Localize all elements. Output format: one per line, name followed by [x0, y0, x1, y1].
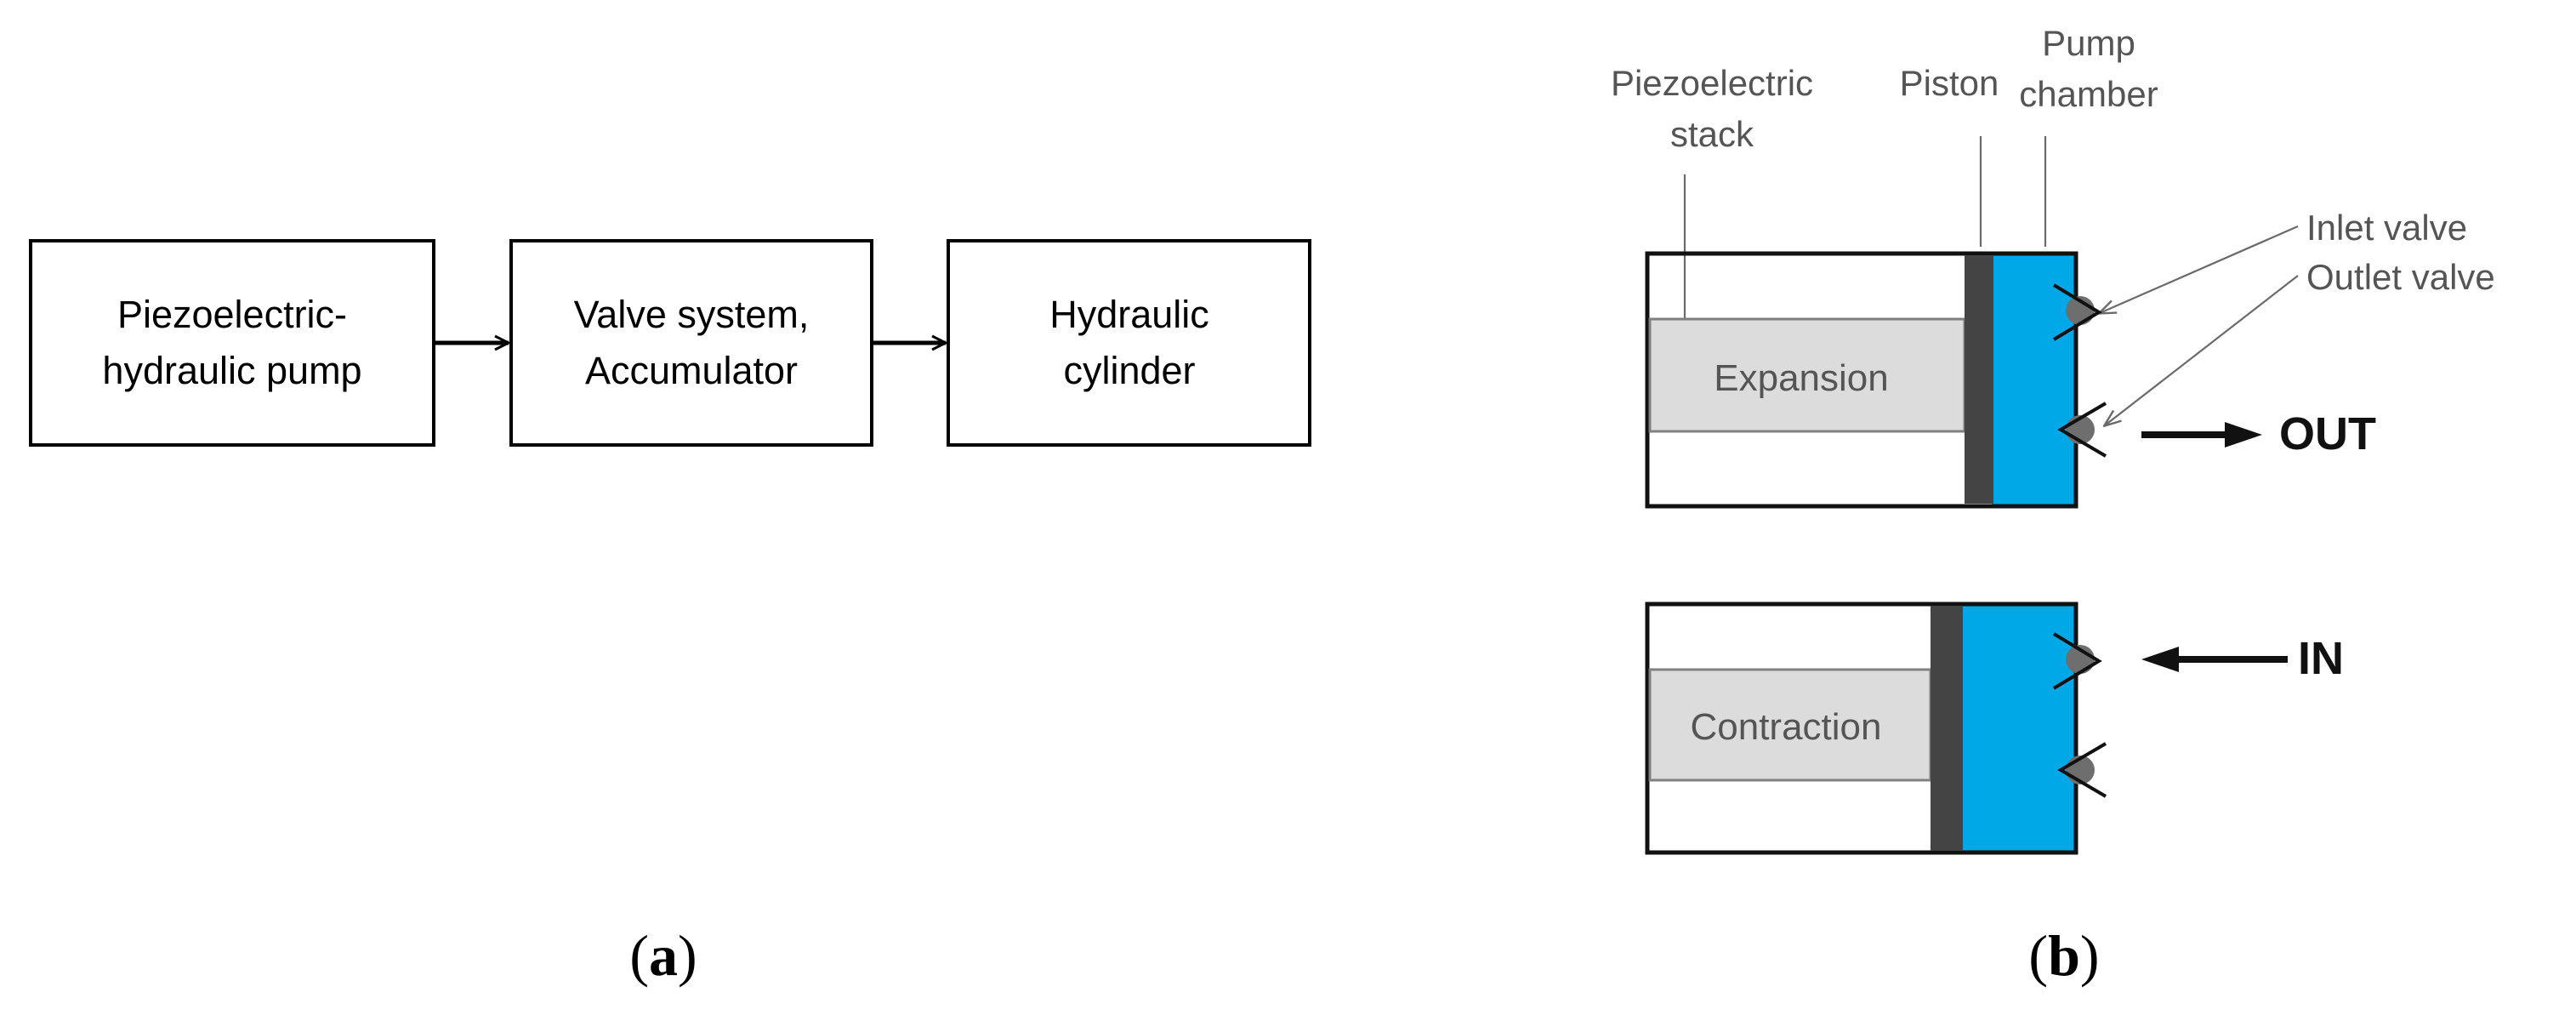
box-valve-system-line2: Accumulator: [585, 349, 798, 392]
contraction-label: Contraction: [1690, 706, 1881, 748]
expansion-outlet-valve: [2057, 402, 2107, 458]
contraction-outlet-valve: [2057, 742, 2107, 798]
contraction-piston: [1931, 606, 1963, 851]
valve-seat: [2057, 402, 2107, 458]
valve-seat: [2057, 742, 2107, 798]
label-pump-chamber-line1: Pump: [2042, 23, 2135, 63]
leader-inlet-valve: [2100, 225, 2299, 313]
valve-seat: [2052, 283, 2102, 341]
panel-a-block-diagram: Piezoelectric- hydraulic pump Valve syst…: [29, 239, 1311, 988]
label-piston: Piston: [1900, 63, 1999, 103]
label-piezoelectric-stack-line2: stack: [1670, 114, 1754, 154]
label-inlet-valve: Inlet valve: [2306, 208, 2467, 248]
contraction-housing: [1645, 602, 2078, 855]
contraction-inlet-valve: [2052, 632, 2102, 690]
box-valve-system: [509, 239, 873, 447]
expansion-housing: [1645, 251, 2078, 509]
box-hydraulic-cylinder-line1: Hydraulic: [1049, 293, 1209, 336]
panel-b-pump-schematic: Piezoelectric stack Piston Pump chamber …: [1611, 23, 2495, 988]
box-valve-system-line1: Valve system,: [574, 293, 810, 336]
valve-seat: [2052, 632, 2102, 690]
out-label: OUT: [2279, 408, 2376, 459]
expansion-unit: Expansion: [1645, 251, 2107, 509]
caption-a: (a): [629, 923, 697, 988]
contraction-unit: Contraction: [1645, 602, 2107, 855]
box-piezo-pump: [29, 239, 435, 447]
caption-b: (b): [2028, 923, 2099, 988]
label-outlet-valve: Outlet valve: [2306, 257, 2495, 297]
box-hydraulic-cylinder: [947, 239, 1311, 447]
in-arrowhead: [2141, 647, 2179, 672]
label-piezoelectric-stack-line1: Piezoelectric: [1611, 63, 1813, 103]
expansion-inlet-valve: [2052, 283, 2102, 341]
contraction-chamber: [1963, 604, 2076, 852]
box-piezo-pump-line1: Piezoelectric-: [117, 293, 347, 336]
out-arrowhead: [2225, 422, 2262, 448]
expansion-label: Expansion: [1714, 357, 1888, 399]
box-piezo-pump-line2: hydraulic pump: [102, 349, 361, 392]
contraction-stack: [1648, 668, 1932, 782]
box-hydraulic-cylinder-line2: cylinder: [1063, 349, 1195, 392]
expansion-piston: [1965, 255, 1993, 504]
leader-outlet-valve: [2105, 275, 2299, 425]
in-label: IN: [2298, 633, 2344, 684]
expansion-chamber: [1992, 254, 2076, 506]
label-pump-chamber-line2: chamber: [2019, 74, 2158, 114]
